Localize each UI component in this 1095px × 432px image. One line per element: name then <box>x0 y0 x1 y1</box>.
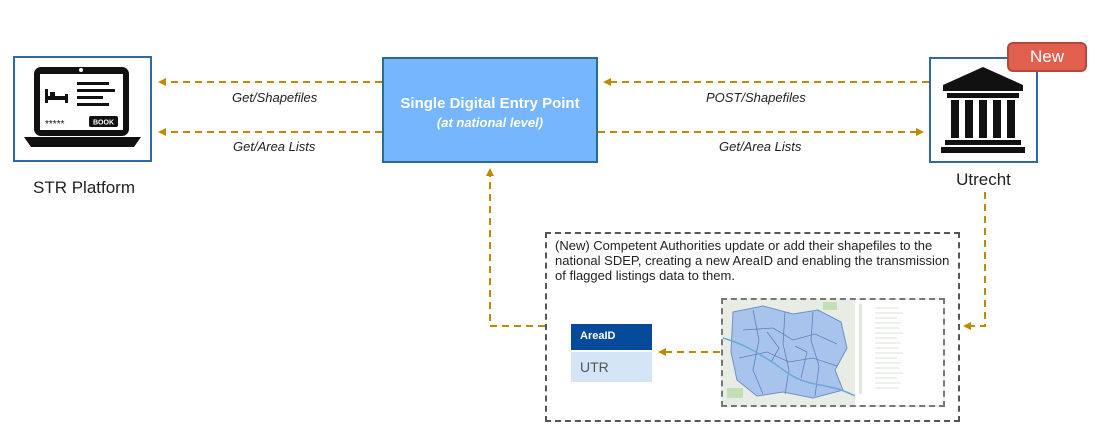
str-platform-label: STR Platform <box>32 178 136 197</box>
edge-label-get-shapefiles: Get/Shapefiles <box>232 90 318 105</box>
book-label: BOOK <box>93 120 114 127</box>
utrecht-label: Utrecht <box>956 170 1011 189</box>
note-text: (New) Competent Authorities update or ad… <box>555 238 950 283</box>
new-badge: New <box>1007 42 1087 72</box>
shapefile-map-thumbnail <box>721 298 945 407</box>
sdep-subtitle: (at national level) <box>436 115 544 130</box>
str-platform-node: BOOK ***** <box>13 56 152 162</box>
edge-label-post-shapefiles: POST/Shapefiles <box>706 90 806 105</box>
laptop-icon: BOOK ***** <box>24 67 141 147</box>
map-image <box>723 300 943 405</box>
note-container <box>545 232 960 422</box>
area-id-value: UTR <box>571 350 652 382</box>
edge-label-get-area-lists-left: Get/Area Lists <box>233 139 316 154</box>
area-id-table: AreaID UTR <box>571 324 652 382</box>
arrow-utrecht-to-note <box>963 192 986 330</box>
utrecht-node <box>929 57 1038 163</box>
area-id-header: AreaID <box>571 324 652 350</box>
sdep-node: Single Digital Entry Point (at national … <box>382 57 598 163</box>
rating-stars: ***** <box>45 119 65 130</box>
edge-label-get-area-lists-right: Get/Area Lists <box>719 139 802 154</box>
sdep-title: Single Digital Entry Point <box>400 95 580 112</box>
government-building-icon <box>941 67 1025 153</box>
arrow-note-to-sdep <box>486 168 545 327</box>
